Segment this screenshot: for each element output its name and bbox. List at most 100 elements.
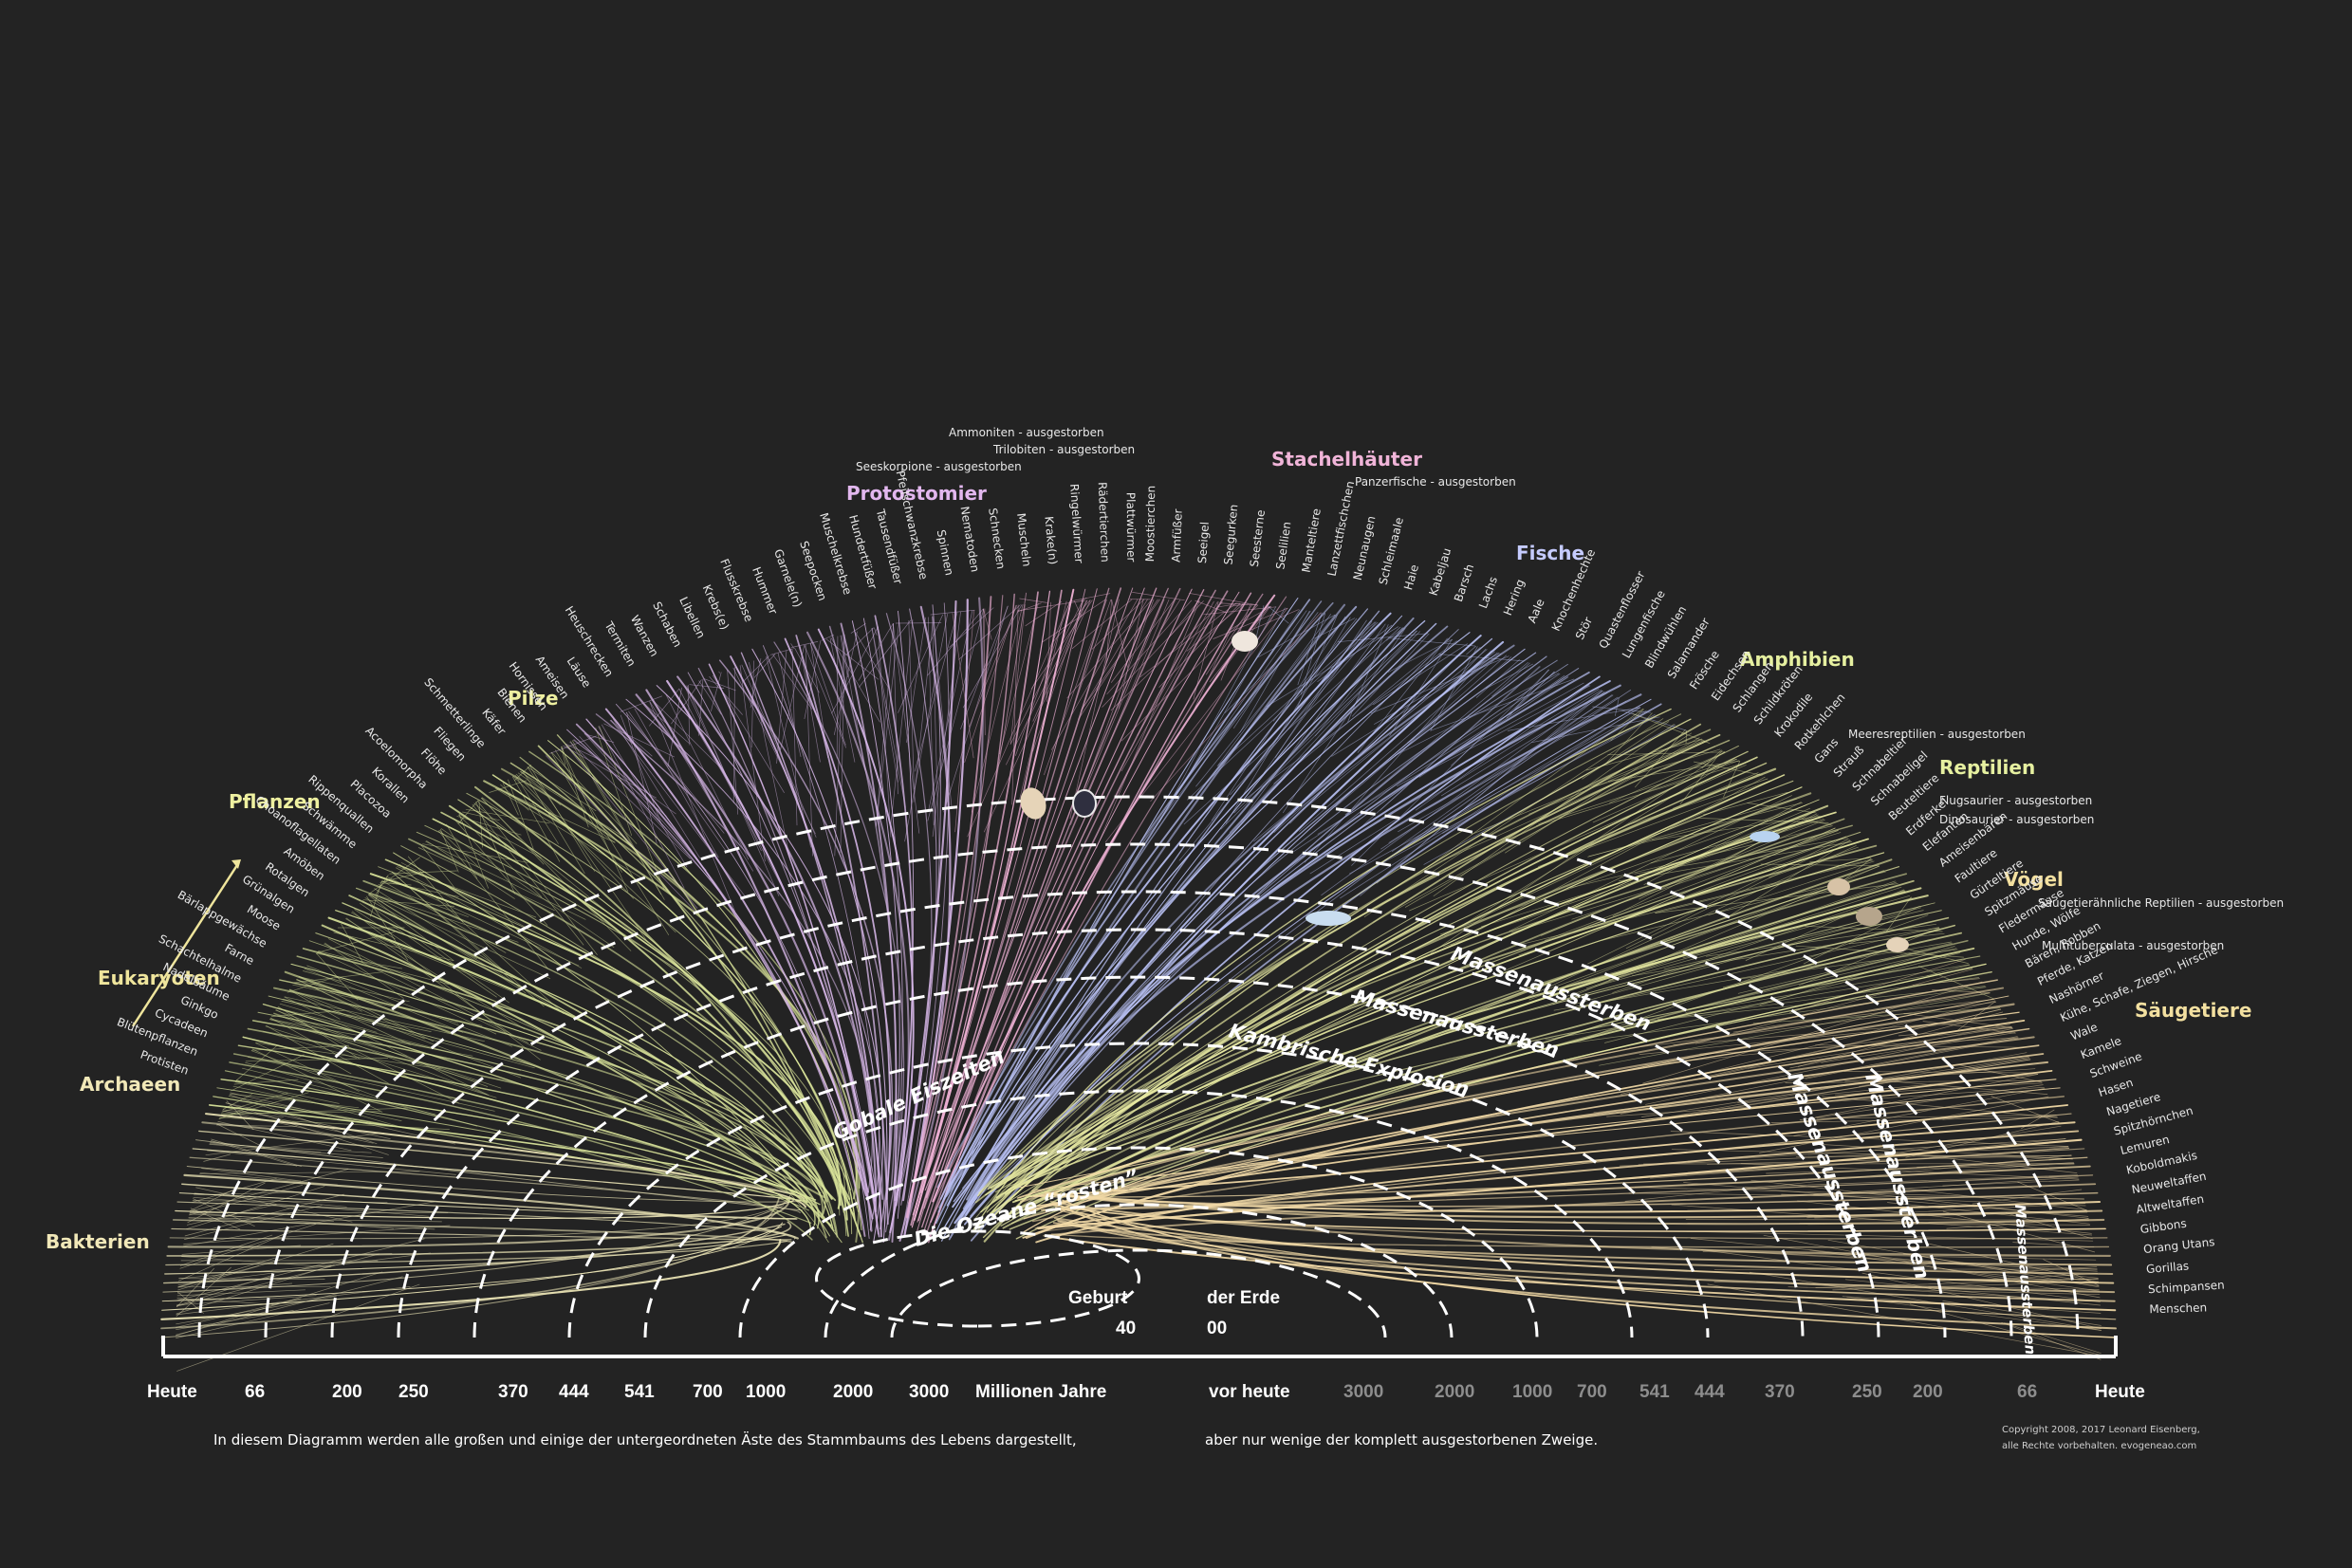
- twig: [1438, 654, 1525, 662]
- twig: [1815, 1044, 2025, 1048]
- twig: [1272, 618, 1358, 722]
- twig: [273, 1013, 488, 1096]
- twig: [458, 814, 543, 897]
- copyright-line-2: alle Rechte vorbehalten. evogeneao.com: [2002, 1441, 2196, 1451]
- twig: [620, 714, 661, 823]
- twig: [1710, 886, 1902, 948]
- axis-right-1000: 1000: [1512, 1382, 1552, 1402]
- twig: [1052, 600, 1091, 643]
- branch: [547, 740, 862, 1231]
- twig: [1819, 999, 1995, 1021]
- twig: [1011, 604, 1019, 805]
- twig: [753, 654, 776, 678]
- branch: [645, 689, 874, 1220]
- twig: [1667, 1059, 2031, 1118]
- branch: [795, 635, 889, 1226]
- twig: [420, 844, 455, 888]
- twig: [1699, 1008, 2002, 1080]
- twig: [1120, 604, 1259, 742]
- branch: [355, 887, 838, 1235]
- twig: [1219, 602, 1258, 606]
- twig: [1909, 1303, 2102, 1356]
- branch: [903, 599, 969, 1238]
- twig: [1809, 1249, 2100, 1292]
- twig: [287, 977, 333, 993]
- branch: [718, 659, 894, 1230]
- twig: [649, 701, 735, 913]
- twig: [1844, 1279, 2101, 1306]
- footnote-left: In diesem Diagramm werden alle großen un…: [213, 1430, 1077, 1448]
- twig: [1813, 1176, 2079, 1195]
- twig: [1798, 1011, 2004, 1067]
- twig: [1217, 614, 1331, 766]
- branch: [972, 713, 1682, 1222]
- twig: [871, 627, 898, 783]
- twig: [1703, 791, 1788, 816]
- twig: [1605, 712, 1653, 765]
- twig: [189, 1184, 304, 1216]
- twig: [515, 773, 634, 899]
- twig: [1737, 942, 1953, 994]
- twig: [1685, 729, 1687, 745]
- twig: [216, 1123, 266, 1149]
- twig: [1076, 599, 1165, 810]
- twig: [369, 857, 420, 895]
- branch: [968, 693, 1642, 1206]
- twig: [1763, 1234, 2101, 1299]
- twig: [458, 814, 542, 858]
- twig: [1769, 846, 1859, 878]
- twig: [1635, 729, 1686, 788]
- twig: [634, 708, 719, 858]
- twig: [1815, 1074, 2039, 1118]
- twig: [1032, 600, 1084, 752]
- axis-right-3000: 3000: [1343, 1382, 1383, 1402]
- twig: [400, 862, 577, 954]
- branch: [972, 708, 1672, 1232]
- twig: [932, 616, 940, 858]
- twig: [381, 880, 507, 953]
- twig: [1799, 1223, 2091, 1226]
- branch: [1045, 1192, 2101, 1213]
- twig: [712, 674, 785, 793]
- twig: [2003, 1322, 2102, 1354]
- tip-label: Rädertierchen: [1096, 482, 1112, 563]
- extinct-trilobiten: Trilobiten - ausgestorben: [992, 443, 1135, 456]
- axis-unit-left: Millionen Jahre: [975, 1382, 1106, 1402]
- twig: [1102, 600, 1204, 708]
- twig: [1795, 1155, 2072, 1157]
- twig: [265, 1025, 497, 1098]
- twig: [776, 650, 787, 764]
- twig: [1639, 814, 1819, 900]
- twig: [845, 627, 874, 656]
- twig: [1926, 964, 1971, 977]
- twig: [176, 1238, 425, 1301]
- twig: [303, 970, 342, 982]
- twig: [1972, 1189, 2083, 1205]
- twig: [284, 996, 490, 1096]
- twig: [176, 1276, 403, 1336]
- twig: [1679, 749, 1723, 805]
- branch: [183, 1173, 799, 1240]
- branch: [1003, 887, 1922, 1222]
- axis-left-200: 200: [332, 1382, 362, 1402]
- branch: [321, 924, 832, 1227]
- branch: [874, 615, 914, 1201]
- center-num-left: 40: [1116, 1319, 1136, 1338]
- twig: [878, 626, 892, 838]
- twig: [1321, 690, 1603, 896]
- twig: [381, 880, 459, 897]
- branch: [1033, 1104, 2069, 1198]
- twig: [799, 646, 821, 763]
- twig: [1183, 626, 1401, 825]
- twig: [1475, 659, 1520, 698]
- twig: [598, 726, 685, 889]
- twig: [1723, 761, 1741, 798]
- twig: [179, 1234, 273, 1266]
- twig: [367, 894, 454, 961]
- twig: [205, 1132, 385, 1156]
- branch: [912, 589, 1063, 1216]
- twig: [1612, 890, 1906, 993]
- twig: [551, 751, 638, 844]
- branch: [923, 587, 1181, 1209]
- twig: [1507, 707, 1641, 731]
